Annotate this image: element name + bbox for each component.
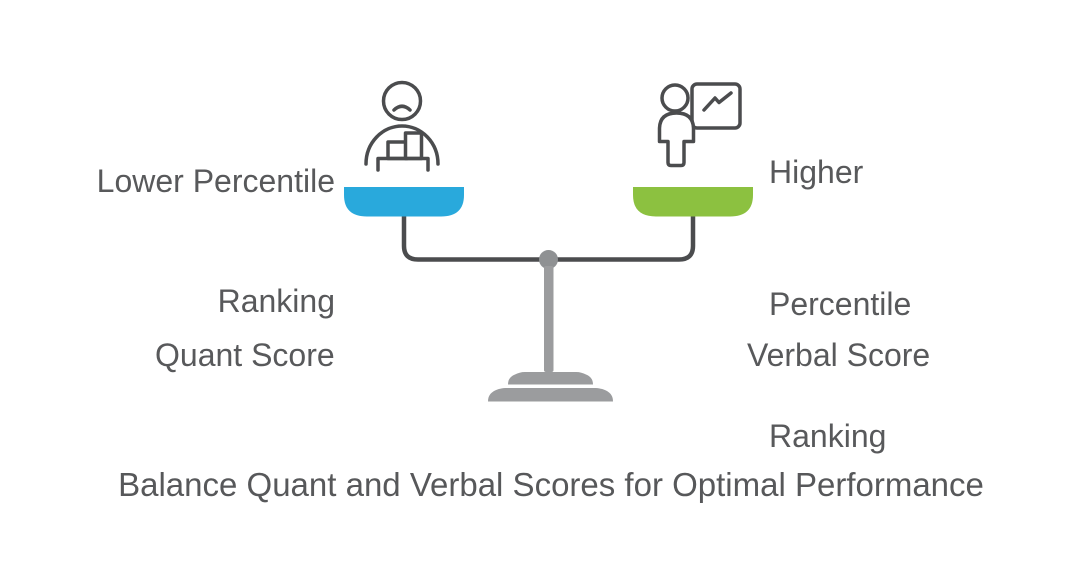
- caption: Balance Quant and Verbal Scores for Opti…: [118, 466, 984, 503]
- left-icon-shoulders: [364, 124, 440, 166]
- right-icon-board: [690, 82, 742, 130]
- quant-score-label: Quant Score: [155, 337, 335, 373]
- higher-percentile-label-line1: Higher: [769, 154, 864, 190]
- right-icon-torso: [657, 111, 696, 168]
- stand-pole: [544, 266, 554, 372]
- higher-percentile-label-line2: Percentile: [769, 286, 912, 322]
- higher-percentile-label: Higher Percentile Ranking: [769, 62, 911, 546]
- lower-percentile-label: Lower Percentile Ranking: [97, 81, 335, 401]
- lower-percentile-label-line1: Lower Percentile: [96, 163, 335, 199]
- left-icon-bar-tall: [403, 131, 424, 161]
- stand-base-upper: [508, 372, 593, 385]
- left-icon-chart-baseline: [376, 156, 430, 172]
- left-icon-frown: [392, 104, 412, 112]
- right-icon-trend-line: [702, 91, 733, 112]
- higher-percentile-label-line3: Ranking: [769, 418, 887, 454]
- quant-pan: [344, 187, 464, 217]
- lower-percentile-label-line2: Ranking: [217, 283, 335, 319]
- stand-base-lower: [488, 388, 613, 402]
- verbal-score-label: Verbal Score: [747, 337, 931, 373]
- left-icon-head: [381, 80, 423, 122]
- verbal-pan: [633, 187, 753, 217]
- right-icon-head: [660, 83, 690, 113]
- person-presenting-growth-chart-icon: [657, 82, 742, 168]
- pivot-dot: [539, 250, 558, 269]
- sad-person-with-bar-chart-icon: [364, 80, 440, 172]
